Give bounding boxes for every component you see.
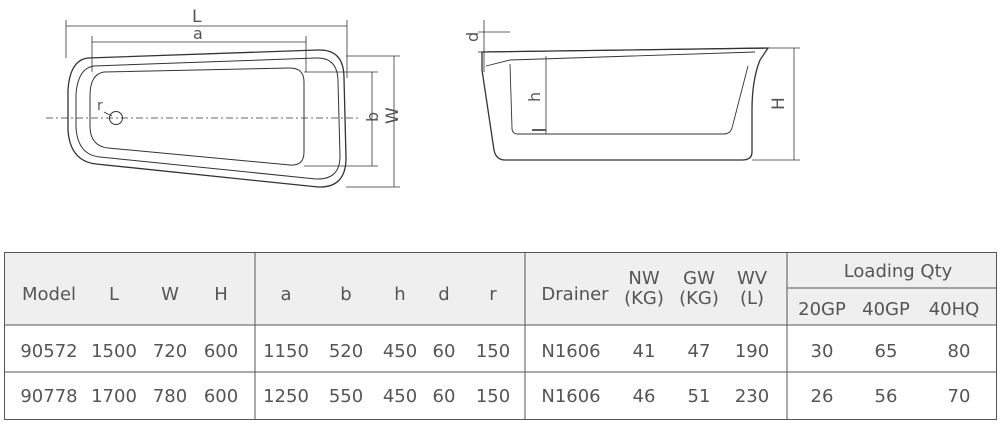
cell-W: 720 xyxy=(153,341,187,362)
cell-drainer: N1606 xyxy=(541,341,600,362)
label-a: a xyxy=(193,24,203,43)
cell-gw: 51 xyxy=(688,386,711,407)
table-border xyxy=(4,252,997,420)
cell-b: 520 xyxy=(329,341,363,362)
cell-20gp: 26 xyxy=(811,386,834,407)
cell-h: 450 xyxy=(383,386,417,407)
tub-outer-outline xyxy=(67,49,347,188)
header-40gp: 40GP xyxy=(862,299,910,320)
header-20gp: 20GP xyxy=(798,299,846,320)
cell-d: 60 xyxy=(433,341,456,362)
table-row: 90572 1500 720 600 1150 520 450 60 150 N… xyxy=(20,341,970,362)
cell-b: 550 xyxy=(329,386,363,407)
cell-r: 150 xyxy=(476,386,510,407)
label-W: W xyxy=(383,107,403,124)
cell-gw: 47 xyxy=(688,341,711,362)
cell-nw: 41 xyxy=(633,341,656,362)
cell-d: 60 xyxy=(433,386,456,407)
header-40hq: 40HQ xyxy=(929,299,980,320)
header-H: H xyxy=(214,284,228,305)
cell-40gp: 65 xyxy=(875,341,898,362)
cell-a: 1150 xyxy=(263,341,309,362)
tub-rim-outline xyxy=(75,57,341,180)
cell-drainer: N1606 xyxy=(541,386,600,407)
header-d: d xyxy=(438,284,449,305)
header-wv-unit: (L) xyxy=(740,288,764,309)
label-b: b xyxy=(363,112,382,122)
technical-drawing: L a r b W d h H xyxy=(46,7,800,188)
header-nw-unit: (KG) xyxy=(624,288,664,309)
header-L: L xyxy=(109,284,119,305)
cell-W: 780 xyxy=(153,386,187,407)
table-row: 90778 1700 780 600 1250 550 450 60 150 N… xyxy=(20,386,970,407)
label-H: H xyxy=(769,97,789,110)
label-d: d xyxy=(463,32,482,42)
spec-table: Model L W H a b h d r Drainer NW (KG) GW… xyxy=(4,252,997,420)
label-h: h xyxy=(525,92,544,102)
cell-20gp: 30 xyxy=(811,341,834,362)
header-loading-qty: Loading Qty xyxy=(844,261,953,282)
cell-40hq: 70 xyxy=(948,386,971,407)
header-gw: GW xyxy=(683,268,715,289)
header-a: a xyxy=(280,284,291,305)
cell-a: 1250 xyxy=(263,386,309,407)
cell-model: 90572 xyxy=(20,341,77,362)
cell-r: 150 xyxy=(476,341,510,362)
top-view xyxy=(46,20,400,188)
cell-40gp: 56 xyxy=(875,386,898,407)
cell-40hq: 80 xyxy=(948,341,971,362)
header-r: r xyxy=(489,284,497,305)
side-view xyxy=(478,20,800,161)
cell-L: 1500 xyxy=(91,341,137,362)
header-wv: WV xyxy=(737,268,768,289)
header-drainer: Drainer xyxy=(541,284,609,305)
header-b: b xyxy=(340,284,351,305)
header-gw-unit: (KG) xyxy=(679,288,719,309)
tub-basin-outline xyxy=(89,67,305,166)
cell-nw: 46 xyxy=(633,386,656,407)
header-nw: NW xyxy=(628,268,659,289)
header-model: Model xyxy=(22,284,76,305)
cell-wv: 190 xyxy=(735,341,769,362)
header-W: W xyxy=(161,284,179,305)
label-L: L xyxy=(192,7,202,27)
label-r: r xyxy=(97,98,103,114)
tub-side-basin xyxy=(509,63,749,135)
tub-side-outline xyxy=(481,47,770,161)
header-h: h xyxy=(394,284,405,305)
cell-model: 90778 xyxy=(20,386,77,407)
cell-H: 600 xyxy=(204,386,238,407)
cell-h: 450 xyxy=(383,341,417,362)
cell-H: 600 xyxy=(204,341,238,362)
cell-wv: 230 xyxy=(735,386,769,407)
cell-L: 1700 xyxy=(91,386,137,407)
